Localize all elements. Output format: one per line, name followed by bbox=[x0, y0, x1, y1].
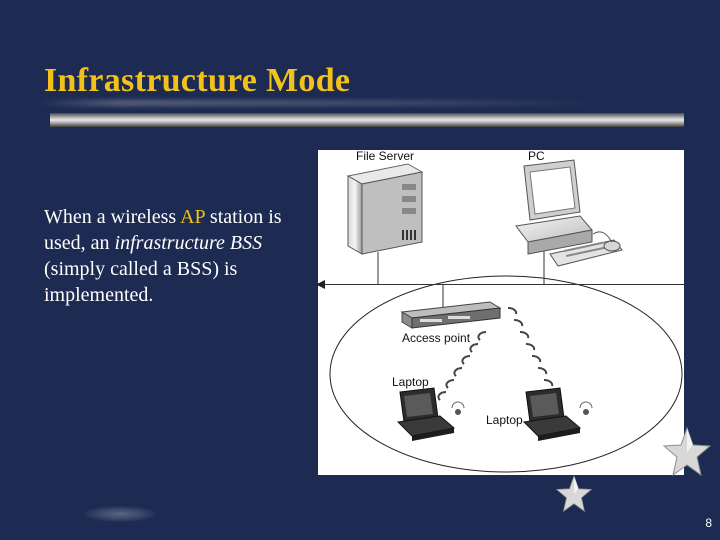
slide-body-text: When a wireless AP station is used, an i… bbox=[44, 204, 314, 308]
label-access-point: Access point bbox=[402, 331, 471, 345]
decorative-smudge bbox=[84, 506, 156, 522]
access-point-icon bbox=[400, 301, 502, 329]
title-rule-shadow bbox=[36, 100, 596, 106]
body-text-infrastructure-bss: infrastructure BSS bbox=[114, 232, 263, 254]
body-text-part-1: When a wireless bbox=[44, 206, 181, 228]
laptop-right-icon bbox=[522, 387, 593, 441]
label-pc: PC bbox=[528, 150, 545, 163]
body-text-part-3: station is used, an bbox=[44, 206, 282, 254]
wireless-signal-arcs bbox=[437, 306, 560, 401]
label-file-server: File Server bbox=[356, 150, 414, 163]
lan-backbone-line bbox=[318, 284, 684, 285]
slide-title: Infrastructure Mode bbox=[44, 62, 351, 99]
pc-icon bbox=[515, 159, 623, 267]
body-text-ap-highlight: AP bbox=[180, 206, 205, 228]
title-rule bbox=[50, 113, 684, 127]
label-laptop-left: Laptop bbox=[392, 375, 429, 389]
star-icon bbox=[663, 426, 711, 477]
bss-boundary-ellipse bbox=[329, 275, 683, 473]
page-number: 8 bbox=[705, 516, 712, 530]
label-laptop-right: Laptop bbox=[486, 413, 523, 427]
file-server-icon bbox=[346, 163, 424, 255]
arrow-left-icon bbox=[316, 280, 325, 289]
star-icon-small bbox=[556, 474, 592, 513]
network-diagram: File Server PC Access point Laptop Lapto… bbox=[318, 150, 684, 475]
laptop-left-icon bbox=[396, 387, 465, 441]
body-text-part-5: (simply called a BSS) is implemented. bbox=[44, 258, 238, 306]
